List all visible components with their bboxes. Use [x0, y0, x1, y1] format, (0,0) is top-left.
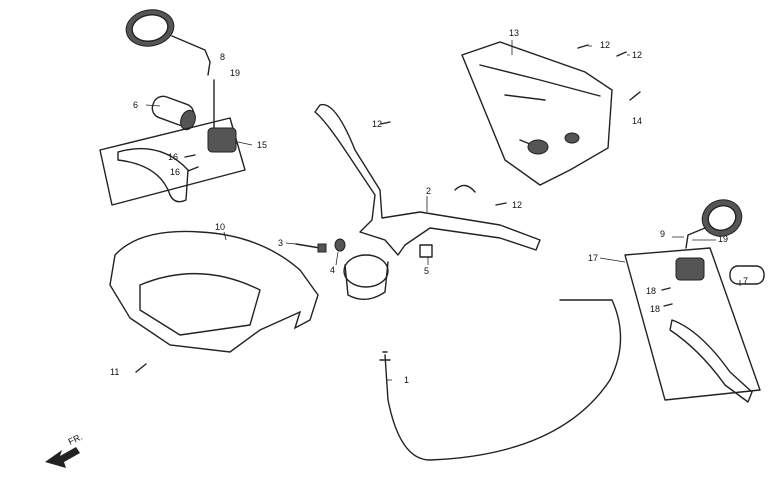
callout-8: 8: [220, 52, 225, 62]
callout-16: 16: [168, 152, 178, 162]
callout-18: 18: [646, 286, 656, 296]
meter-cover: [461, 41, 613, 186]
callout-10: 10: [215, 222, 225, 232]
left-grip: [151, 95, 196, 131]
callout-3: 3: [278, 238, 283, 248]
bolt-3: [295, 238, 346, 253]
callout-13: 13: [509, 28, 519, 38]
callout-12: 12: [512, 200, 522, 210]
right-mirror: [685, 199, 743, 249]
callout-2: 2: [426, 186, 431, 196]
handlebar-front-cover: [109, 230, 319, 353]
screws: [135, 44, 673, 373]
callout-15: 15: [257, 140, 267, 150]
handlebar: [314, 103, 541, 300]
callout-19: 19: [718, 234, 728, 244]
callout-12: 12: [600, 40, 610, 50]
callout-17: 17: [588, 253, 598, 263]
callout-5: 5: [424, 266, 429, 276]
left-mirror: [125, 9, 211, 76]
callout-11: 11: [110, 367, 119, 377]
callout-4: 4: [330, 265, 335, 275]
left-lever-group: [99, 79, 246, 206]
callout-6: 6: [133, 100, 138, 110]
callouts: 8 19 6 15 16 16 13 12 12 14 12 2 12 10 3…: [110, 28, 748, 385]
right-lever-group: [624, 247, 765, 403]
callout-19: 19: [230, 68, 240, 78]
callout-7: 7: [743, 276, 748, 286]
callout-14: 14: [632, 116, 642, 126]
callout-1: 1: [404, 375, 409, 385]
callout-12: 12: [632, 50, 642, 60]
callout-18: 18: [650, 304, 660, 314]
direction-label: FR.: [67, 432, 84, 447]
callout-9: 9: [660, 229, 665, 239]
throttle-cable: [379, 299, 622, 461]
front-direction-arrow: FR.: [45, 432, 84, 468]
callout-16: 16: [170, 167, 180, 177]
callout-12: 12: [372, 119, 382, 129]
